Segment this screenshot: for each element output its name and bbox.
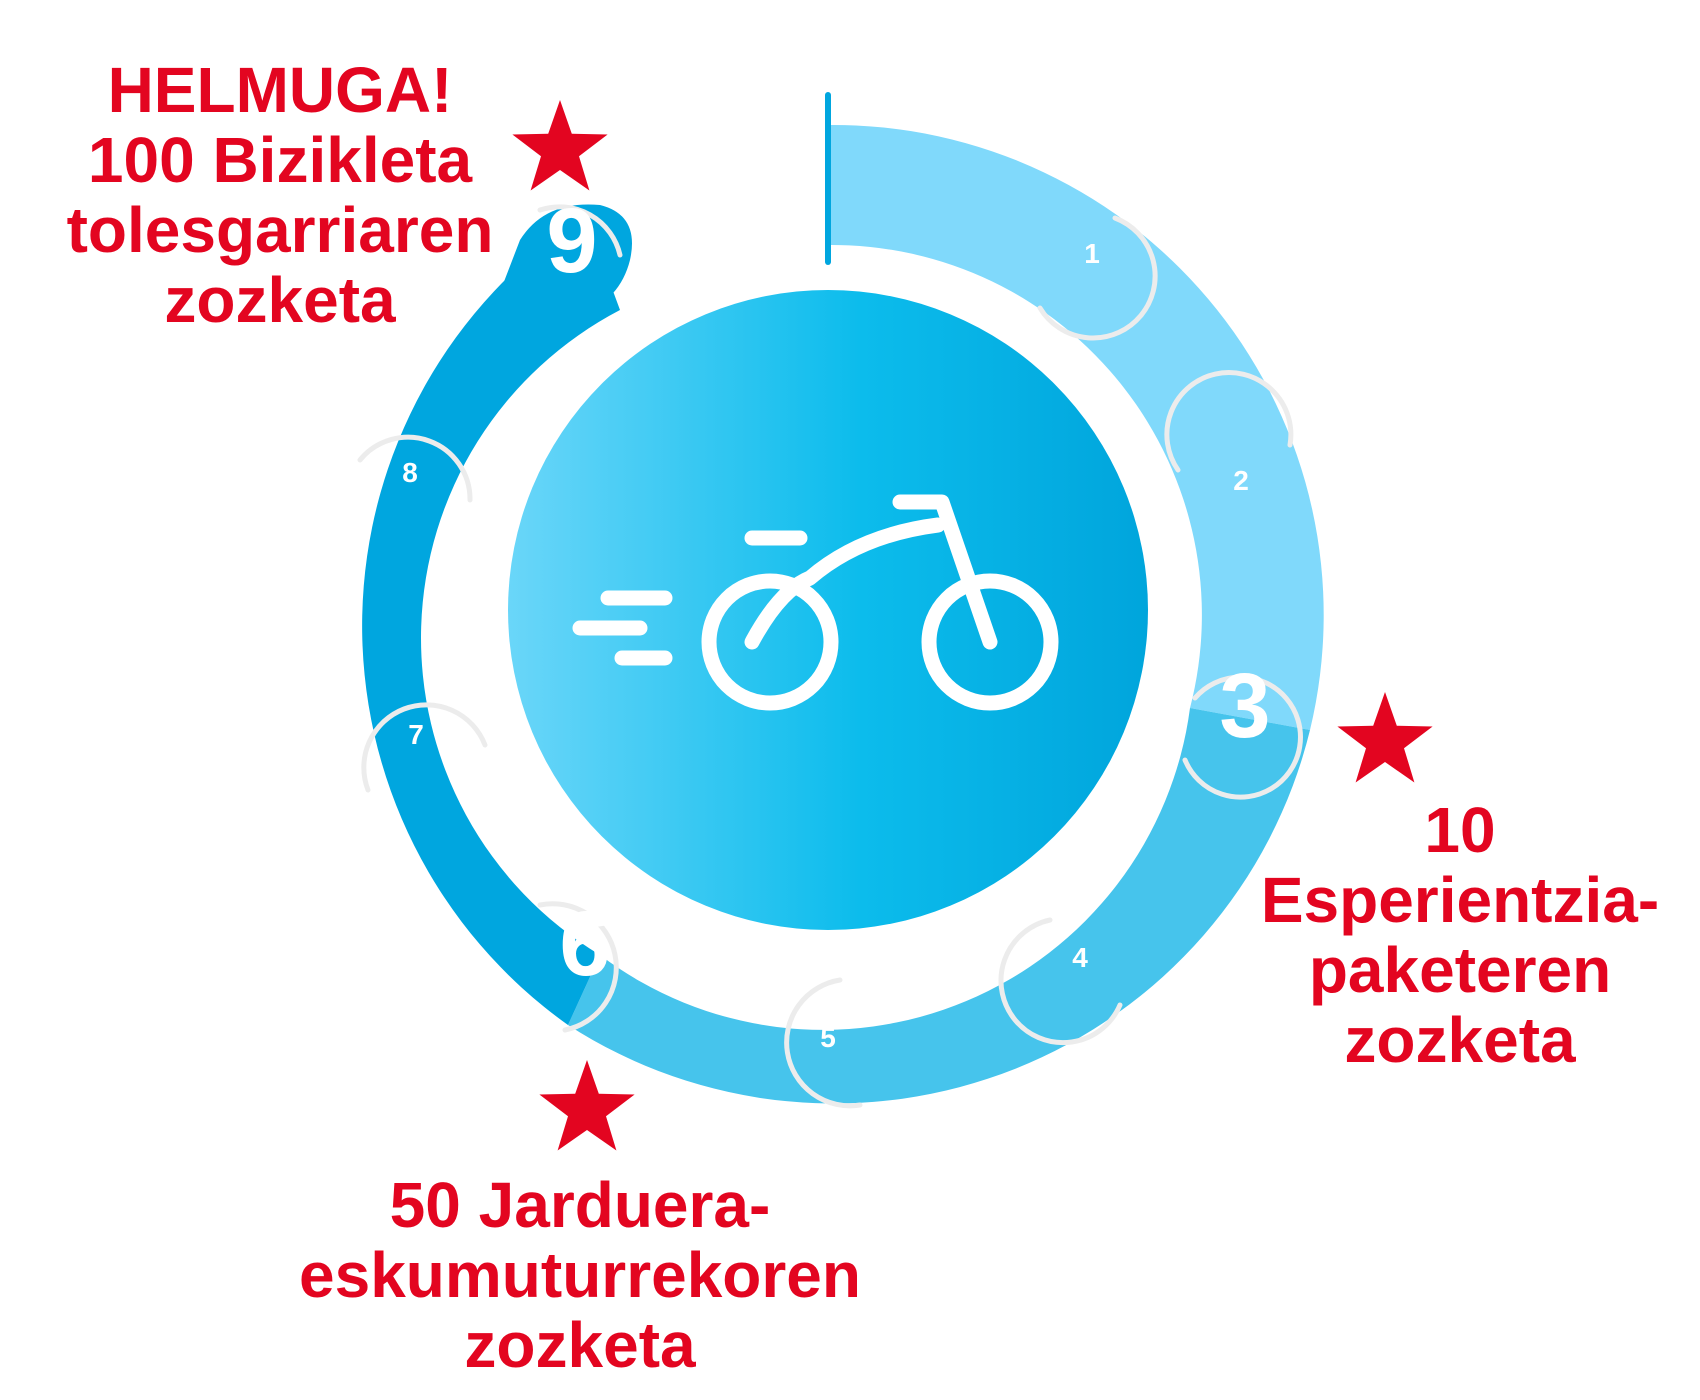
- goal-milestone-label: HELMUGA! 100 Bizikleta tolesgarriaren zo…: [30, 55, 530, 335]
- divider-arc: [1182, 674, 1303, 800]
- step-3-milestone-label: 10 Esperientzia- paketeren zozketa: [1240, 795, 1680, 1075]
- step-number-7: 7: [408, 719, 424, 750]
- progress-ring: [362, 92, 1324, 1104]
- divider-arc: [537, 901, 619, 1033]
- step-number-6: 6: [559, 893, 610, 995]
- divider-arc: [1164, 370, 1294, 473]
- step-numbers: 1 2 3 4 5 6 7 8 9: [402, 190, 1270, 1053]
- ring-end-cap: [470, 204, 632, 370]
- step-number-3: 3: [1219, 655, 1270, 757]
- goal-line: tolesgarriaren: [66, 194, 494, 266]
- step-3-line: Esperientzia-: [1260, 864, 1660, 936]
- step-number-8: 8: [402, 457, 418, 488]
- bicycle-icon: [572, 494, 1059, 711]
- divider-arc: [357, 434, 473, 503]
- ring-segment-light: [828, 124, 1324, 730]
- divider-arc: [1037, 215, 1158, 341]
- step-dividers: [357, 204, 1303, 1109]
- step-number-5: 5: [820, 1022, 836, 1053]
- step-6-line: zozketa: [464, 1309, 696, 1381]
- star-icon: [512, 100, 608, 191]
- step-number-1: 1: [1084, 238, 1100, 269]
- star-icon: [1337, 692, 1433, 783]
- divider-arc: [361, 702, 488, 793]
- step-3-line: zozketa: [1344, 1004, 1576, 1076]
- step-6-milestone-label: 50 Jarduera- eskumuturrekoren zozketa: [270, 1170, 890, 1380]
- goal-line: zozketa: [164, 264, 396, 336]
- divider-arc: [998, 917, 1123, 1046]
- step-6-line: eskumuturrekoren: [299, 1239, 861, 1311]
- step-number-4: 4: [1072, 942, 1088, 973]
- step-number-9: 9: [546, 190, 597, 292]
- ring-segment-mid: [568, 708, 1310, 1104]
- goal-line: HELMUGA!: [107, 54, 453, 126]
- milestone-stars: [512, 100, 1433, 1151]
- step-3-line: 10: [1424, 794, 1496, 866]
- goal-line: 100 Bizikleta: [87, 124, 473, 196]
- ring-segment-dark: [362, 215, 620, 1025]
- divider-arc: [784, 977, 863, 1109]
- divider-arc: [537, 204, 623, 258]
- step-3-line: paketeren: [1308, 934, 1612, 1006]
- step-number-2: 2: [1233, 465, 1249, 496]
- star-icon: [539, 1060, 635, 1151]
- step-6-line: 50 Jarduera-: [389, 1169, 771, 1241]
